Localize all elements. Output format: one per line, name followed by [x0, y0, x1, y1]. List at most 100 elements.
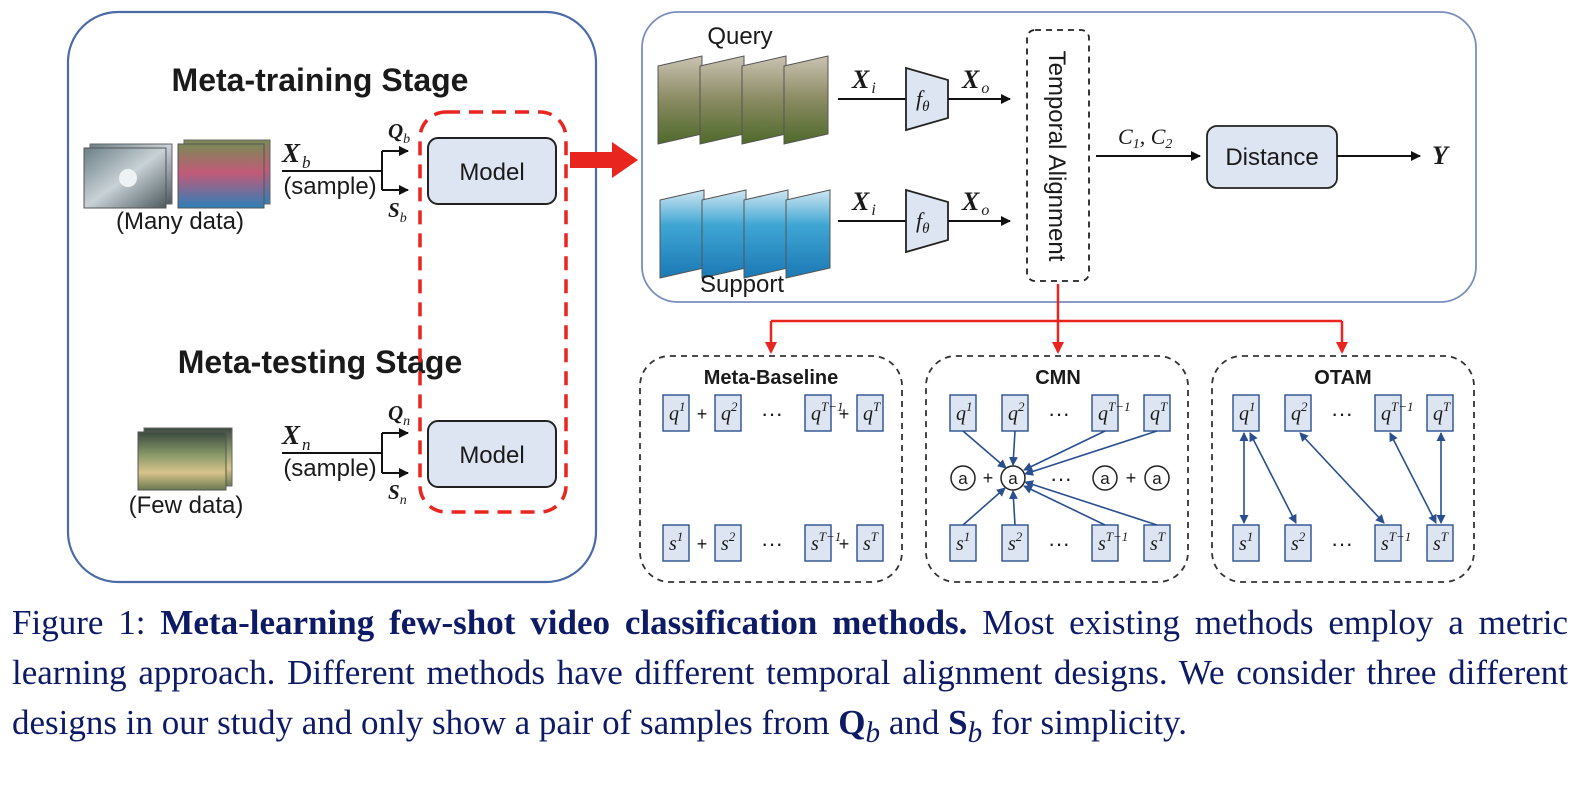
figure-caption: Figure 1: Meta-learning few-shot video c… [12, 598, 1568, 758]
query-encoder-label: fθ [916, 86, 930, 115]
method-tokens: q1 q2 qT−1 qT s1 s2 sT−1 sT + + + + ··· ··· q1 q2 qT−1 qT… [662, 394, 1454, 562]
train-model-box [427, 137, 557, 205]
caption-prefix: Figure 1: [12, 603, 161, 642]
query-encoder [905, 66, 949, 132]
cmn-aggregate-node: a [1144, 465, 1170, 491]
support-encoder-label: fθ [916, 208, 930, 237]
train-q-label: Qb [388, 119, 410, 147]
mb-support-token: s2 [714, 524, 742, 562]
temporal-alignment-box [1026, 29, 1090, 282]
svg-text:sT: sT [863, 529, 879, 555]
otam-query-token: q2 [1284, 394, 1312, 432]
svg-text:s1: s1 [1239, 529, 1253, 555]
cmn-attn-arrow [1008, 430, 1018, 466]
svg-text:sT−1: sT−1 [811, 529, 841, 555]
meta-baseline-box [639, 355, 903, 583]
svg-text:a: a [1152, 469, 1162, 488]
cmn-query-token: q1 [949, 394, 977, 432]
meta-testing-title: Meta-testing Stage [178, 344, 462, 380]
svg-text:q2: q2 [1008, 399, 1025, 425]
svg-text:qT: qT [863, 399, 881, 425]
otam-align-arrow [1299, 432, 1385, 524]
support-encoder [905, 188, 949, 254]
query-label: Query [707, 23, 772, 50]
mb-plus-sign: + [697, 404, 708, 424]
cmn-attn-arrow [1024, 480, 1158, 526]
svg-text:a: a [958, 469, 968, 488]
cmn-attn-arrow [1023, 430, 1106, 471]
mb-query-token: q1 [662, 394, 690, 432]
otam-query-token: qT [1426, 394, 1454, 432]
otam-support-token: sT−1 [1374, 524, 1411, 562]
mb-plus-sign: + [839, 404, 850, 424]
mb-plus-sign: + [697, 534, 708, 554]
svg-text:s2: s2 [1008, 529, 1023, 555]
svg-text:q2: q2 [1291, 399, 1308, 425]
otam-ellipsis: ··· [1331, 531, 1353, 556]
c1-c2-label: C1, C2 [1118, 124, 1172, 152]
cmn-ellipsis: ··· [1048, 401, 1070, 426]
train-s-label: Sb [388, 198, 407, 226]
svg-text:q1: q1 [669, 399, 686, 425]
big-red-arrow [570, 142, 638, 178]
cmn-ellipsis: ··· [1048, 531, 1070, 556]
mb-query-token: qT [856, 394, 884, 432]
mb-ellipsis: ··· [761, 401, 783, 426]
mb-support-token: s1 [662, 524, 690, 562]
svg-text:s1: s1 [669, 529, 683, 555]
cmn-attn-arrow [1024, 430, 1158, 476]
otam-query-token: qT−1 [1374, 394, 1414, 432]
meta-training-title: Meta-training Stage [172, 62, 469, 98]
svg-text:a: a [1008, 469, 1018, 488]
cmn-query-token: q2 [1001, 394, 1029, 432]
cmn-support-token: sT [1143, 524, 1171, 562]
meta-baseline-title: Meta-Baseline [704, 367, 839, 389]
svg-text:a: a [1100, 469, 1110, 488]
cmn-query-token: qT−1 [1091, 394, 1131, 432]
svg-text:q1: q1 [956, 399, 973, 425]
distance-label: Distance [1225, 144, 1318, 171]
many-data-label: (Many data) [116, 208, 244, 235]
query-frames [657, 55, 829, 145]
cmn-attn-arrow [962, 487, 1006, 526]
otam-support-token: s2 [1284, 524, 1312, 562]
caption-and: and [880, 703, 949, 742]
svg-text:s2: s2 [721, 529, 736, 555]
cmn-attn-arrow [1008, 490, 1018, 526]
mb-support-token: sT−1 [804, 524, 841, 562]
cmn-plus-sign: + [983, 468, 994, 488]
svg-text:qT: qT [1433, 399, 1451, 425]
test-q-label: Qn [388, 401, 410, 429]
svg-text:q1: q1 [1239, 399, 1256, 425]
otam-align-arrow [1249, 432, 1297, 524]
mb-plus-sign: + [839, 534, 850, 554]
temporal-alignment-label: Temporal Alignment [1043, 51, 1070, 262]
cmn-query-token: qT [1143, 394, 1171, 432]
caption-s: S [948, 703, 968, 742]
svg-text:sT: sT [1433, 529, 1449, 555]
caption-from: from [761, 703, 839, 742]
output-y-label: Y [1432, 141, 1450, 170]
few-data-thumbnail [137, 427, 233, 491]
cmn-support-token: sT−1 [1091, 524, 1128, 562]
caption-line2: employ a metric learning approach. Diffe… [12, 603, 1569, 692]
svg-text:qT−1: qT−1 [1381, 399, 1414, 425]
cmn-attn-arrow [962, 430, 1007, 469]
cmn-ellipsis: ··· [1050, 466, 1072, 491]
otam-ellipsis: ··· [1331, 401, 1353, 426]
method-branch-arrows [765, 284, 1348, 354]
many-data-thumbnails [83, 139, 271, 209]
figure-diagram: Meta-training Stage Meta-testing Stage (… [66, 10, 1477, 584]
few-data-label: (Few data) [129, 492, 244, 519]
cmn-support-token: s1 [949, 524, 977, 562]
test-s-label: Sn [388, 480, 407, 508]
otam-title: OTAM [1314, 367, 1371, 389]
svg-text:sT: sT [1150, 529, 1166, 555]
mb-query-token: q2 [714, 394, 742, 432]
